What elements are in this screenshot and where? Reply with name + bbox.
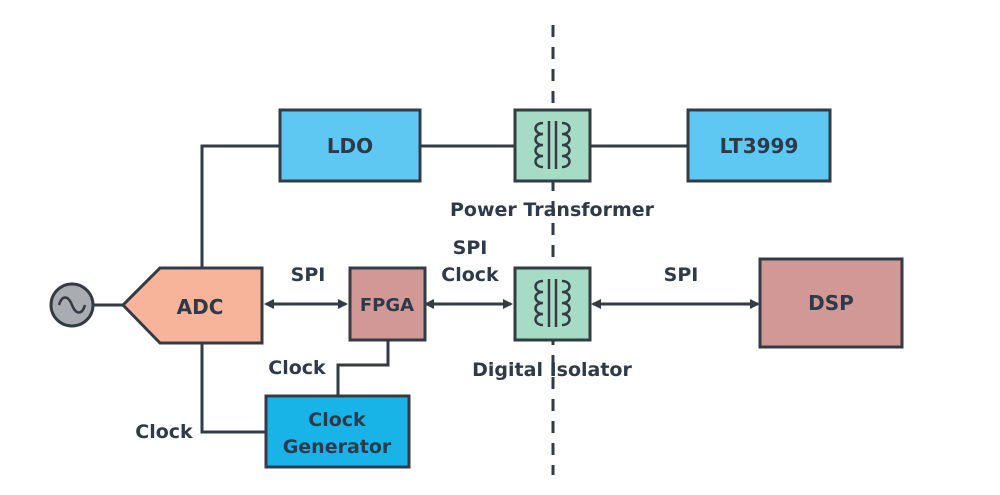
power-transformer-block xyxy=(513,108,592,183)
dsp-label: DSP xyxy=(808,291,854,315)
power-transformer-label: Power Transformer xyxy=(450,199,655,221)
dsp-block: DSP xyxy=(758,257,904,349)
clock-generator-label-line1: Clock xyxy=(308,409,366,431)
clock-label-fpga-isolator: Clock xyxy=(441,264,499,286)
clock-generator-block: Clock Generator xyxy=(264,394,411,469)
isolator-coil-icon xyxy=(534,279,571,327)
wire-clock-adc xyxy=(200,343,266,434)
clock-label-fpga: Clock xyxy=(268,357,326,379)
wire-clock-fpga xyxy=(336,340,390,395)
lt3999-block: LT3999 xyxy=(686,108,832,183)
lt3999-label: LT3999 xyxy=(720,134,799,158)
spi-label-isolator-dsp: SPI xyxy=(664,264,699,286)
spi-label-adc-fpga: SPI xyxy=(291,264,326,286)
ldo-block: LDO xyxy=(278,108,422,183)
ldo-label: LDO xyxy=(327,134,373,158)
clock-generator-label-line2: Generator xyxy=(283,436,392,458)
spi-label-fpga-isolator: SPI xyxy=(453,237,488,259)
clock-label-adc: Clock xyxy=(135,421,193,443)
fpga-block: FPGA xyxy=(348,266,427,342)
transformer-coil-icon xyxy=(534,121,571,169)
wire-adc-to-ldo xyxy=(200,144,280,268)
adc-block: ADC xyxy=(120,266,264,345)
digital-isolator-label: Digital Isolator xyxy=(472,359,632,381)
digital-isolator-block xyxy=(513,266,592,342)
fpga-label: FPGA xyxy=(360,295,414,316)
ac-source-icon xyxy=(49,282,95,328)
adc-label: ADC xyxy=(177,295,224,319)
